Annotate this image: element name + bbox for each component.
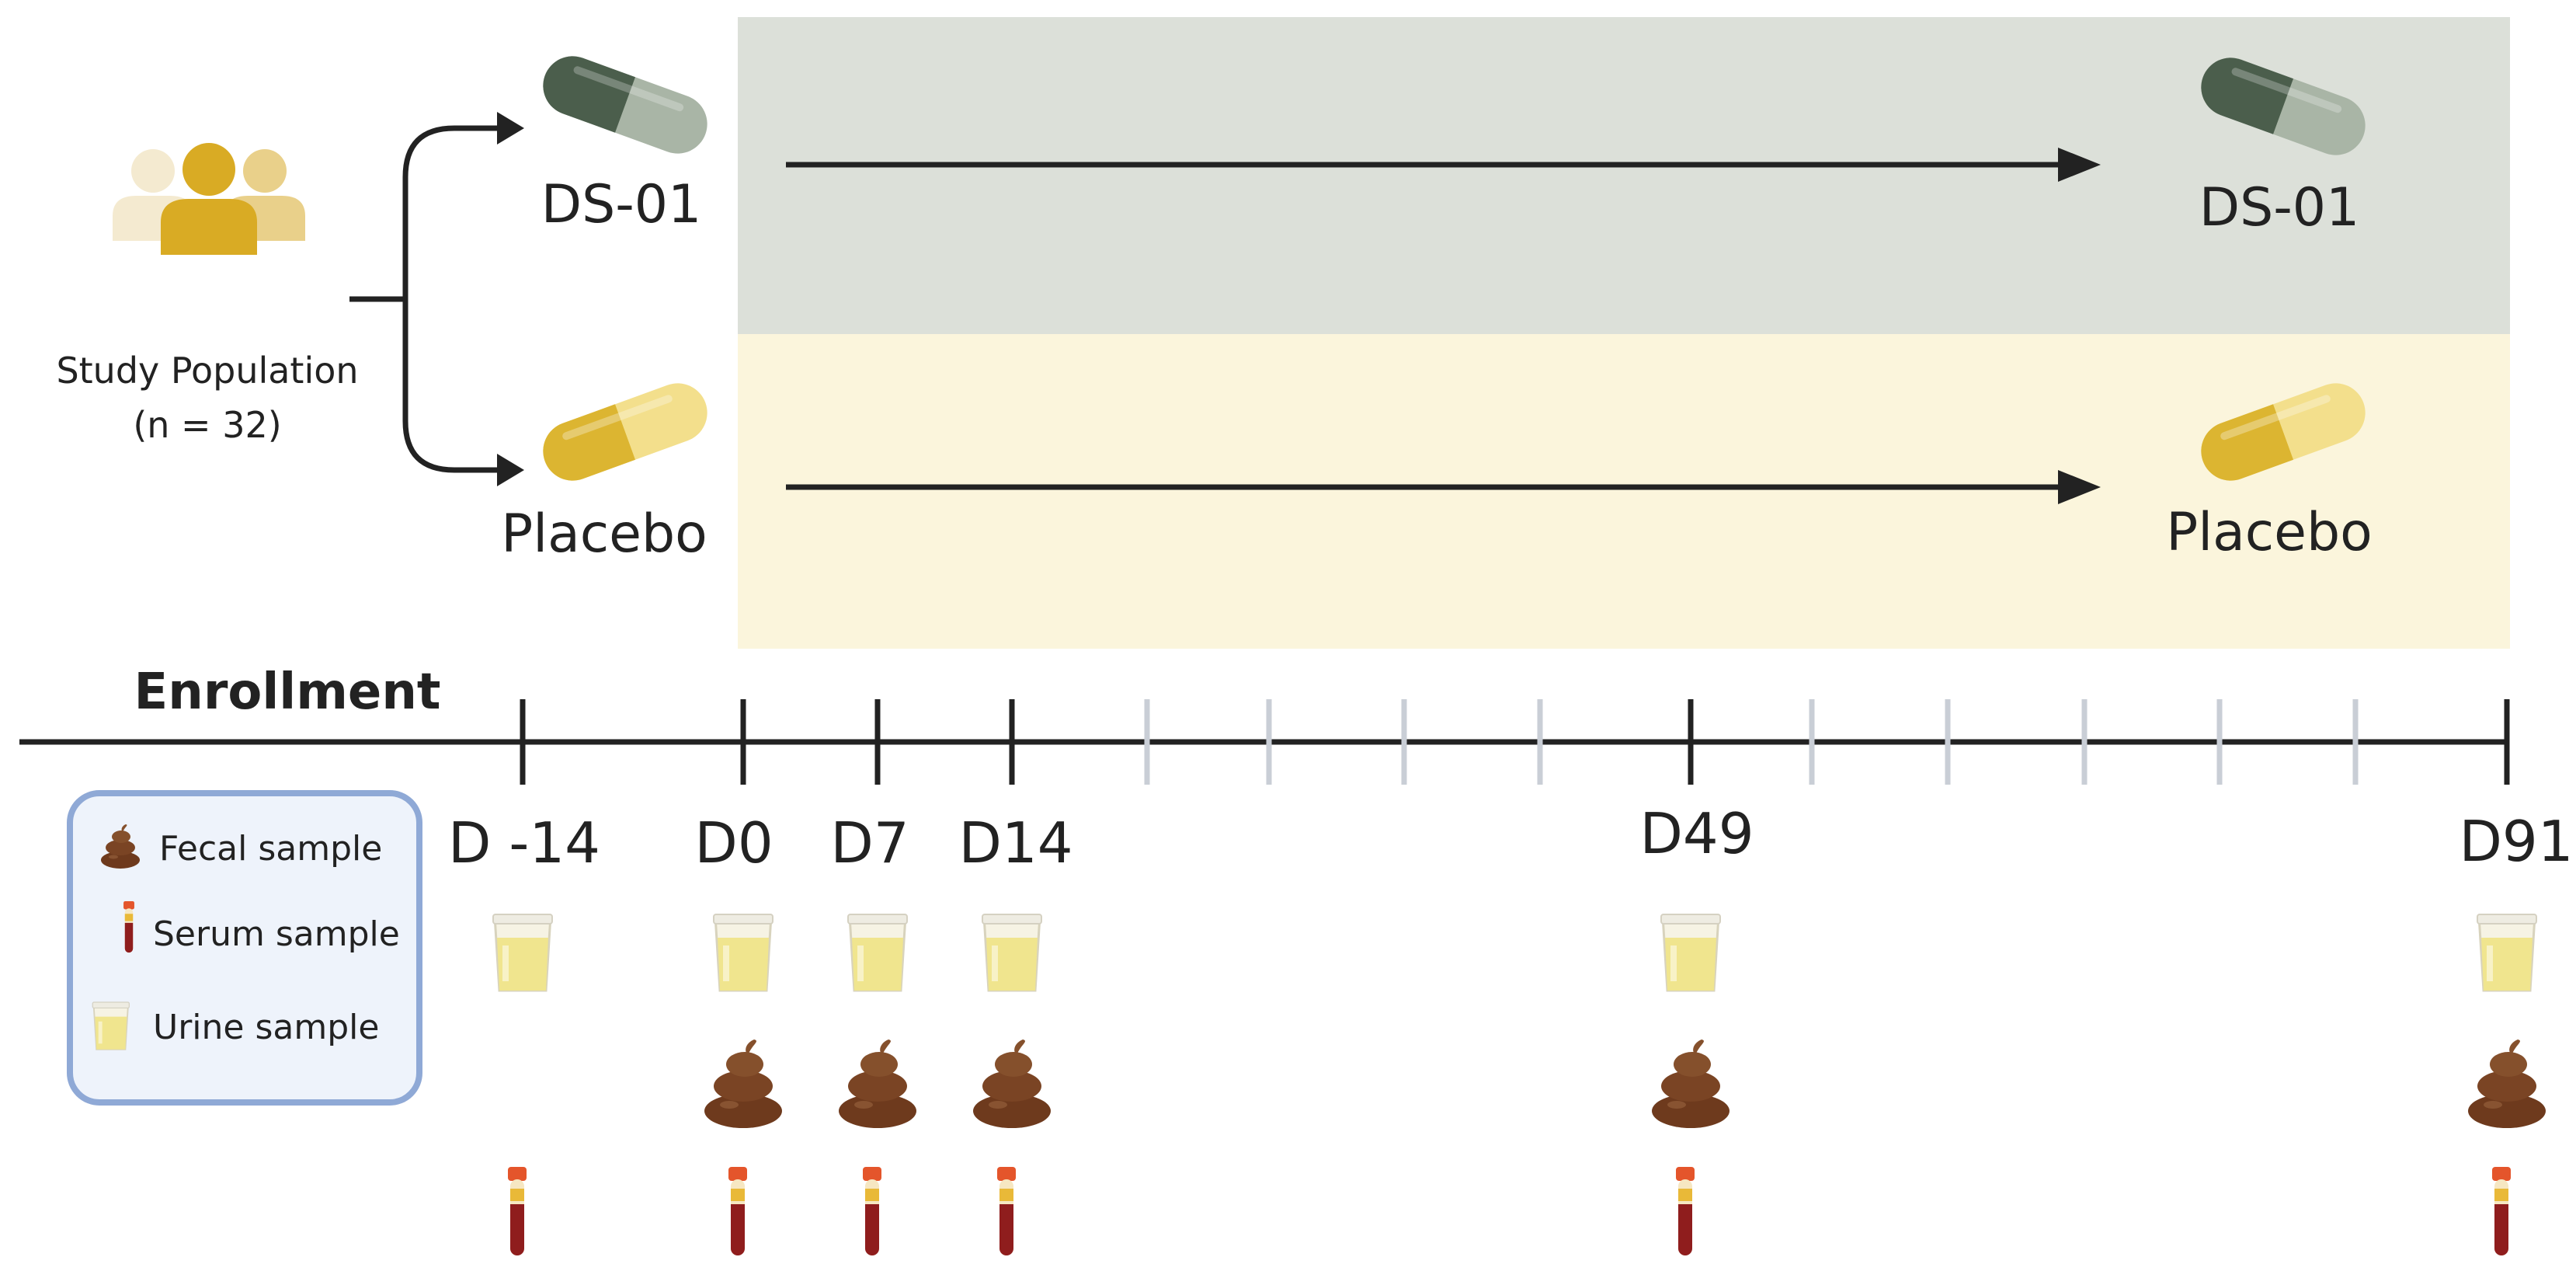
serum-tube-icon (863, 1167, 881, 1255)
arm-label-placebo-end: Placebo (2166, 502, 2373, 563)
legend: Fecal sample Serum sample Urine sample (67, 790, 422, 1106)
capsule-icon (534, 374, 716, 489)
serum-tube-icon (123, 901, 134, 953)
urine-cup-icon (2476, 913, 2538, 992)
visit-labels: D -14 D0 D7 D14 D49 D91 (448, 801, 2574, 876)
serum-tube-icon (508, 1167, 527, 1255)
fecal-sample-icon (1652, 1039, 1730, 1128)
urine-cup-icon (712, 913, 774, 992)
fecal-sample-icon (839, 1039, 916, 1128)
fecal-sample-icon (2468, 1039, 2546, 1128)
legend-serum-label: Serum sample (153, 914, 400, 954)
legend-urine-label: Urine sample (153, 1008, 379, 1047)
study-population-count: (n = 32) (133, 404, 281, 446)
placebo-arm-band (738, 334, 2510, 649)
arm-label-placebo-start: Placebo (501, 503, 707, 565)
visit-label: D0 (694, 810, 773, 876)
visit-label: D7 (830, 810, 909, 876)
visit-label: D -14 (448, 810, 600, 876)
serum-tube-icon (997, 1167, 1016, 1255)
visit-label: D49 (1639, 801, 1754, 866)
fecal-sample-icon (973, 1039, 1051, 1128)
minor-ticks (1144, 699, 2359, 785)
urine-cup-icon (846, 913, 909, 992)
urine-cup-icon (492, 913, 554, 992)
arm-label-ds01-start: DS-01 (541, 174, 702, 235)
randomization-branch (349, 124, 510, 474)
visit-label: D14 (958, 810, 1072, 876)
legend-box (67, 790, 422, 1106)
urine-cup-icon (981, 913, 1043, 992)
study-population-label: Study Population (56, 350, 358, 392)
sample-icons (492, 913, 2546, 1255)
capsule-icon (534, 47, 716, 162)
treatment-arrows (786, 148, 2101, 504)
fecal-sample-icon (704, 1039, 782, 1128)
urine-cup-icon (92, 1001, 130, 1050)
legend-fecal-label: Fecal sample (159, 829, 382, 869)
visit-label: D91 (2459, 809, 2573, 874)
serum-tube-icon (728, 1167, 747, 1255)
people-group-icon (113, 143, 305, 255)
serum-tube-icon (2492, 1167, 2511, 1255)
urine-cup-icon (1660, 913, 1722, 992)
major-ticks (520, 699, 2510, 785)
serum-tube-icon (1676, 1167, 1695, 1255)
arm-label-ds01-end: DS-01 (2199, 177, 2360, 239)
enrollment-label: Enrollment (134, 663, 441, 721)
